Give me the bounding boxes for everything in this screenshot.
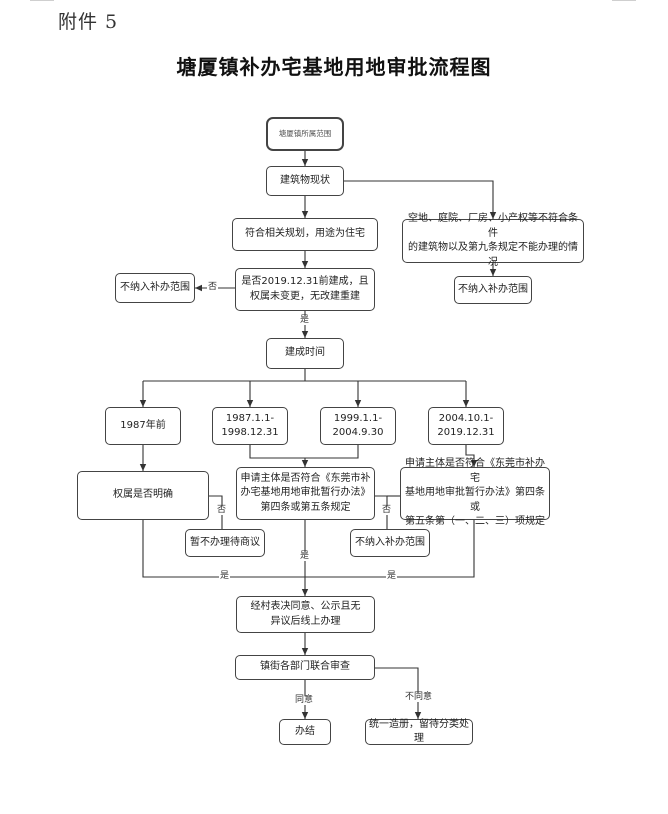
label-agree: 同意 xyxy=(295,695,314,705)
label-yes-builtbefore: 是 xyxy=(300,315,310,325)
attachment-label: 附件 5 xyxy=(58,11,119,33)
village-vote-node: 经村表决同意、公示且无 异议后线上办理 xyxy=(236,596,375,633)
period-3-node: 1999.1.1- 2004.9.30 xyxy=(320,407,396,445)
header-rule-right xyxy=(612,0,636,1)
joint-review-node: 镇街各部门联合审查 xyxy=(235,655,375,680)
not-included-left-node: 不纳入补办范围 xyxy=(115,273,195,303)
build-time-node: 建成时间 xyxy=(266,338,344,369)
start-node: 塘厦镇所属范围 xyxy=(266,117,344,151)
meets-planning-node: 符合相关规划，用途为住宅 xyxy=(232,218,378,251)
label-yes-check: 是 xyxy=(300,551,310,561)
header-rule-left xyxy=(30,0,54,1)
edge-check2-yes xyxy=(305,520,475,578)
label-yes-ownership: 是 xyxy=(219,571,231,581)
edge-period2-to-check xyxy=(249,445,309,467)
not-included-right-node: 不纳入补办范围 xyxy=(454,276,532,304)
edge-ownership-yes xyxy=(142,520,305,578)
check-article-4-5-node: 申请主体是否符合《东莞市补 办宅基地用地审批暂行办法》 第四条或第五条规定 xyxy=(236,467,375,520)
edge-status-to-excluded xyxy=(344,180,497,219)
check-article-4-5-items-node: 申请主体是否符合《东莞市补办宅 基地用地审批暂行办法》第四条或 第五条第（一、二… xyxy=(400,458,550,527)
excluded-types-node: 空地、庭院、厂房、小产权等不符合条件 的建筑物以及第九条规定不能办理的情况 xyxy=(402,213,584,268)
not-included-mid-node: 不纳入补办范围 xyxy=(350,529,430,557)
period-2-node: 1987.1.1- 1998.12.31 xyxy=(212,407,288,445)
label-no-builtbefore: 否 xyxy=(207,282,219,292)
period-4-node: 2004.10.1- 2019.12.31 xyxy=(428,407,504,445)
building-status-node: 建筑物现状 xyxy=(266,166,344,196)
register-node: 统一造册，留待分类处理 xyxy=(365,719,473,745)
label-disagree: 不同意 xyxy=(405,692,433,702)
label-no-ownership: 否 xyxy=(217,505,227,515)
edge-period3-to-check xyxy=(305,445,359,459)
suspend-node: 暂不办理待商议 xyxy=(185,529,265,557)
ownership-clear-node: 权属是否明确 xyxy=(77,471,209,520)
label-yes-check2: 是 xyxy=(386,571,398,581)
edge-period4-to-check2 xyxy=(465,445,478,467)
built-before-node: 是否2019.12.31前建成，且 权属未变更，无改建重建 xyxy=(235,268,375,311)
page-title: 塘厦镇补办宅基地用地审批流程图 xyxy=(176,55,492,79)
done-node: 办结 xyxy=(279,719,331,745)
period-1-node: 1987年前 xyxy=(105,407,181,445)
label-no-check: 否 xyxy=(382,505,392,515)
